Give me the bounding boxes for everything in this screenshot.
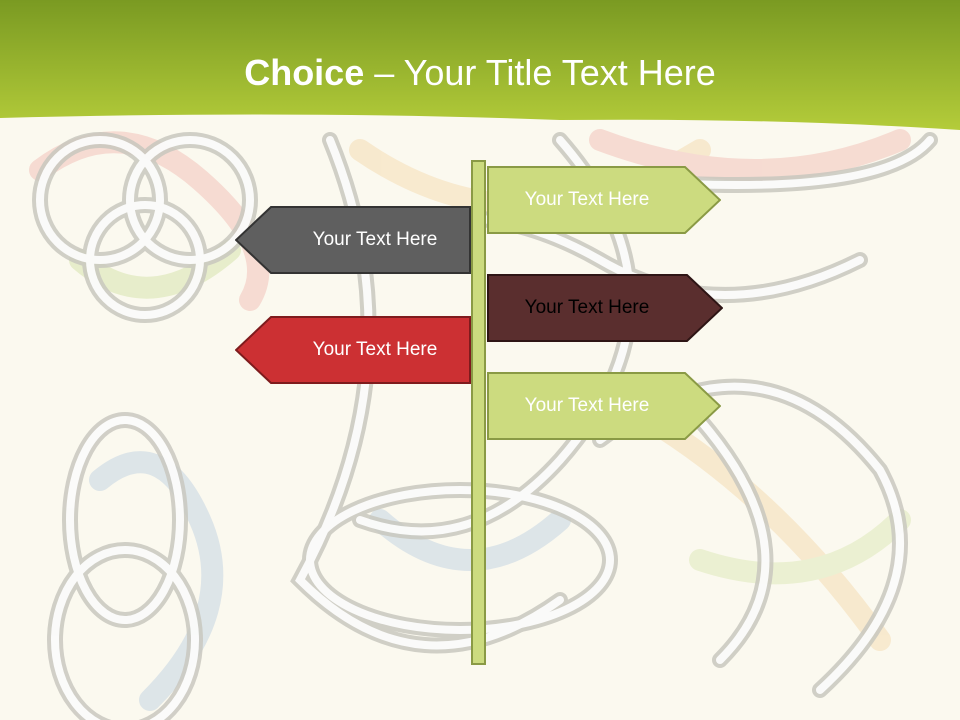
sign-shape [487,166,721,234]
title-rest: – Your Title Text Here [364,52,716,93]
sign-arrow-3: Your Text Here [487,274,723,342]
sign-label-4: Your Text Here [312,339,438,360]
sign-label-5: Your Text Here [524,395,650,416]
sign-label-2: Your Text Here [312,229,438,250]
title-bold: Choice [244,52,365,93]
sign-arrow-1: Your Text Here [487,166,721,234]
sign-arrow-5: Your Text Here [487,372,721,440]
sign-arrow-4: Your Text Here [235,316,471,384]
sign-label-3: Your Text Here [524,297,650,318]
sign-shape [487,372,721,440]
signpost-pole [471,160,486,665]
sign-arrow-2: Your Text Here [235,206,471,274]
header-band [0,0,960,130]
slide-title: Choice – Your Title Text Here [0,52,960,94]
sign-shape [235,316,471,384]
sign-shape [235,206,471,274]
sign-shape [487,274,723,342]
sign-label-1: Your Text Here [524,189,650,210]
